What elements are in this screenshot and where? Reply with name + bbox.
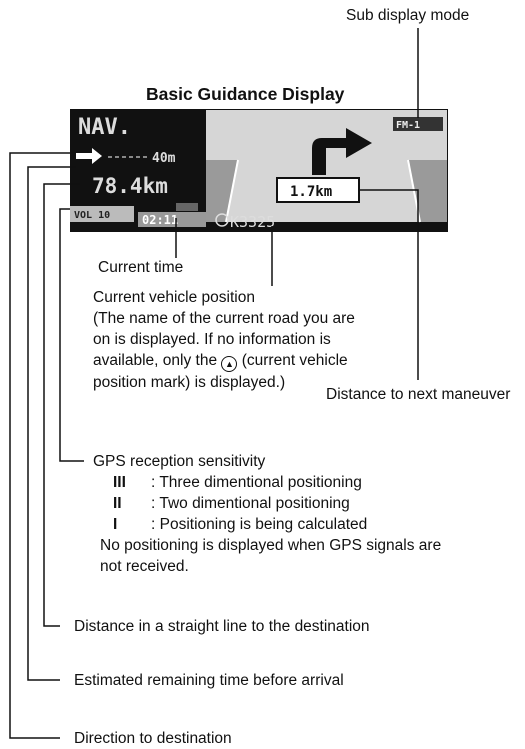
gps-level-1: I : Positioning is being calculated [93, 514, 441, 535]
gps-level-3: III : Three dimentional positioning [93, 472, 441, 493]
diagram-title: Basic Guidance Display [146, 84, 345, 104]
screen-sub-mode: FM-1 [396, 120, 420, 131]
vehicle-position-callout: Current vehicle position (The name of th… [93, 287, 355, 393]
gps-bars-1-icon: I [113, 516, 118, 533]
gps-note-line-2: not received. [100, 558, 189, 575]
screen-turn-distance: 40m [152, 151, 176, 166]
gps-note-line-1: No positioning is displayed when GPS sig… [100, 537, 442, 554]
current-time-label: Current time [98, 259, 184, 276]
gps-bars-2-icon: II [113, 495, 122, 512]
straight-line-distance-label: Distance in a straight line to the desti… [74, 618, 370, 635]
screen-mode-label: NAV. [78, 115, 131, 140]
direction-arrow-icon [76, 148, 102, 164]
leader-gps [59, 208, 84, 462]
position-mark-icon: ▲ [221, 356, 238, 372]
vehicle-position-line-5: position mark) is displayed.) [93, 374, 286, 391]
direction-label: Direction to destination [74, 730, 232, 747]
leader-lines [9, 28, 419, 739]
gps-level-2-text: : Two dimentional positioning [151, 495, 350, 512]
leader-straight-distance [43, 183, 80, 627]
vehicle-position-line-4: available, only the ▲ (current vehicle [93, 350, 355, 372]
gps-bars-3-icon: III [113, 474, 126, 491]
screen-gps-bars [176, 203, 198, 211]
vehicle-position-mark-icon [215, 213, 229, 227]
leader-next-maneuver [359, 189, 419, 380]
maneuver-arrow-icon [312, 128, 372, 175]
vehicle-position-line-2: (The name of the current road you are [93, 310, 355, 327]
screen-volume: VOL 10 [74, 210, 110, 221]
gps-level-3-text: : Three dimentional positioning [151, 474, 362, 491]
sub-display-mode-label: Sub display mode [346, 7, 470, 24]
leader-remaining-time [27, 166, 76, 681]
remaining-time-label: Estimated remaining time before arrival [74, 672, 344, 689]
vehicle-position-line-4a: available, only the [93, 352, 218, 369]
screen-maneuver-distance: 1.7km [290, 184, 332, 200]
gps-heading: GPS reception sensitivity [93, 453, 266, 470]
leader-direction [9, 152, 76, 739]
guidance-screen: NAV. 40m 78.4km VOL 10 02:11 FM-1 1.7km … [70, 109, 448, 232]
vehicle-position-line-3: on is displayed. If no information is [93, 331, 331, 348]
gps-callout: GPS reception sensitivity III: Three dim… [93, 451, 441, 577]
vehicle-position-line-1: Current vehicle position [93, 289, 255, 306]
screen-straight-distance: 78.4km [92, 174, 168, 198]
next-maneuver-label: Distance to next maneuver [326, 386, 511, 403]
screen-road-name: K3325 [230, 213, 275, 231]
gps-level-1-text: : Positioning is being calculated [151, 516, 368, 533]
gps-level-2: II : Two dimentional positioning [93, 493, 441, 514]
vehicle-position-line-4b: (current vehicle [241, 352, 348, 369]
screen-time: 02:11 [142, 213, 178, 227]
